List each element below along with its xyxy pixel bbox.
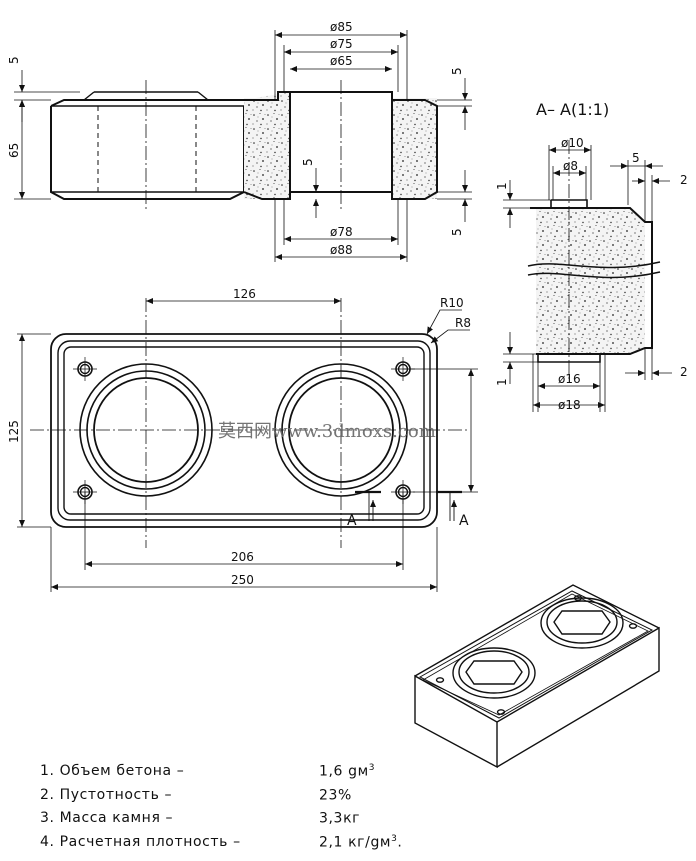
dim-w5: 5	[632, 151, 640, 165]
note-value: 23%	[319, 787, 352, 804]
note-density: 4. Расчетная плотность – 2,1 кг/gм3.	[40, 834, 460, 858]
dim-w250: 250	[231, 573, 254, 587]
dim-d16: ø16	[558, 372, 581, 386]
top-view	[14, 30, 472, 262]
plan-view	[17, 298, 478, 592]
note-value: 3,3кг	[319, 810, 361, 827]
dim-d8: ø8	[563, 159, 578, 173]
dim-h1-bottom: 1	[495, 378, 509, 386]
dim-d65: ø65	[330, 54, 353, 68]
section-a-a	[503, 140, 672, 412]
dim-h65: 65	[7, 143, 21, 158]
note-concrete-volume: 1. Объем бетона – 1,6 gм3	[40, 763, 460, 787]
note-value: 1,6 gм3	[319, 763, 376, 780]
note-label: 1. Объем бетона –	[40, 763, 185, 779]
dim-h125: 125	[7, 420, 21, 443]
dim-d78: ø78	[330, 225, 353, 239]
dim-d10: ø10	[561, 136, 584, 150]
dim-h5-top-left: 5	[7, 56, 21, 64]
dim-d18: ø18	[558, 398, 581, 412]
dim-w2-top: 2	[680, 173, 688, 187]
dim-d88: ø88	[330, 243, 353, 257]
notes-list: 1. Объем бетона – 1,6 gм3 2. Пустотность…	[40, 763, 460, 857]
dim-h1-top: 1	[495, 182, 509, 190]
note-value: 2,1 кг/gм3.	[319, 833, 403, 851]
cut-label-left: A	[347, 513, 357, 529]
dim-d75: ø75	[330, 37, 353, 51]
dim-w206: 206	[231, 550, 254, 564]
dim-d85: ø85	[330, 20, 353, 34]
note-label: 4. Расчетная плотность –	[40, 833, 241, 850]
watermark: 莫西网www.3dmoxs.com	[218, 421, 436, 442]
isometric-view	[414, 584, 660, 769]
dim-h5-top-right: 5	[450, 67, 464, 75]
dim-w126: 126	[233, 287, 256, 301]
dim-r10: R10	[440, 296, 464, 310]
section-title: A– A(1:1)	[536, 100, 609, 119]
note-voidness: 2. Пустотность – 23%	[40, 787, 460, 811]
note-stone-mass: 3. Масса камня – 3,3кг	[40, 810, 460, 834]
dim-r8: R8	[455, 316, 471, 330]
dim-h5-bottom-right: 5	[450, 228, 464, 236]
cut-label-right: A	[459, 513, 469, 529]
note-label: 2. Пустотность –	[40, 786, 173, 803]
dim-w2-bottom: 2	[680, 365, 688, 379]
note-label: 3. Масса камня –	[40, 810, 174, 826]
dim-h5-mid: 5	[301, 158, 315, 166]
